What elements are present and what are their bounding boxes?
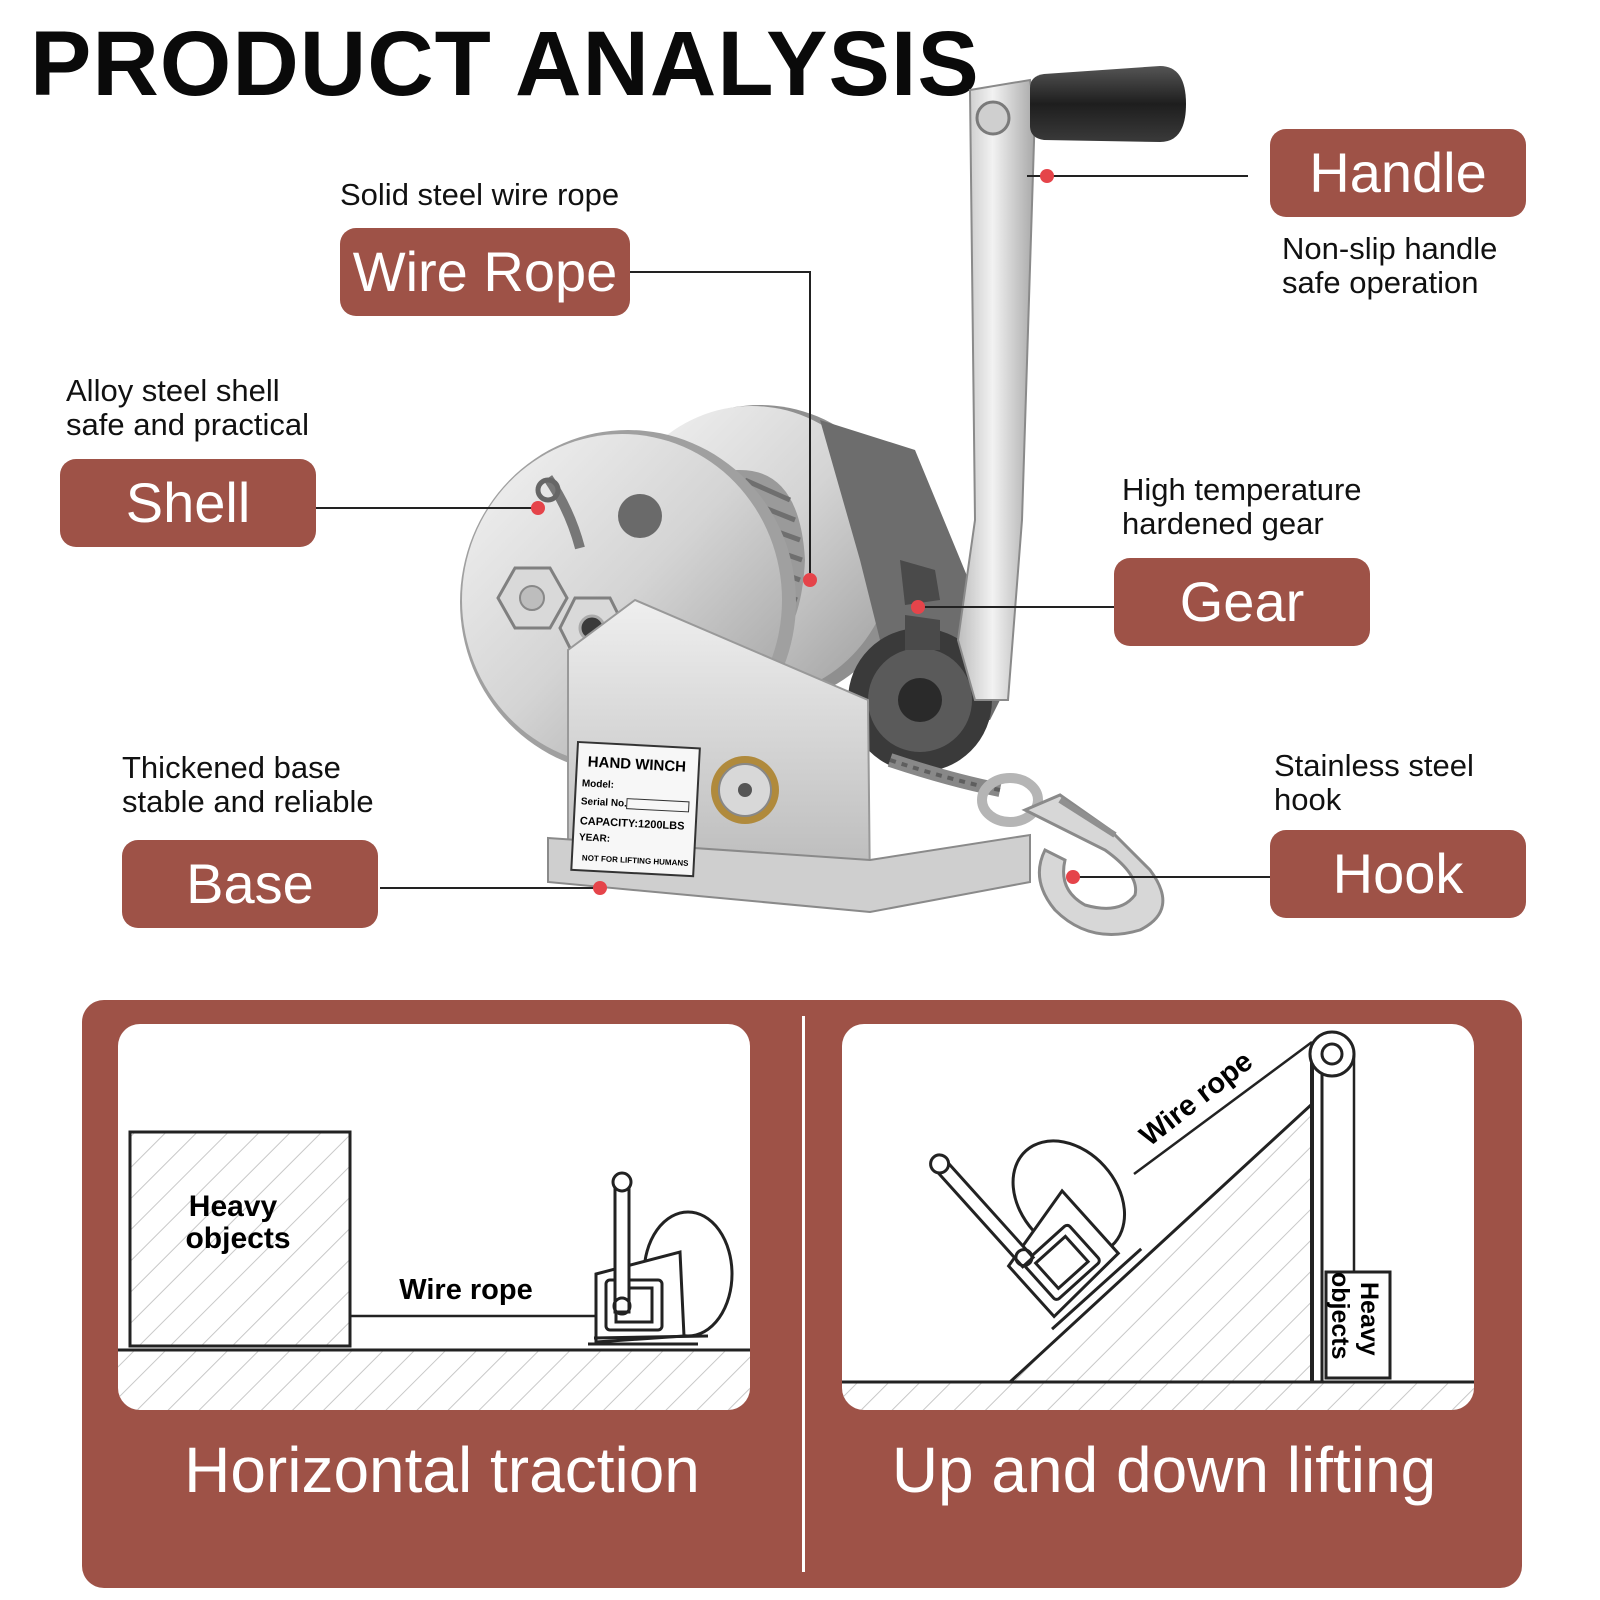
winch-sketch-icon [588, 1171, 734, 1346]
wire-rope-marker [803, 573, 817, 587]
nameplate-heading: HAND WINCH [587, 754, 686, 776]
horizontal-traction-caption: Horizontal traction [184, 1434, 700, 1506]
bushing-icon [711, 756, 779, 824]
nameplate-year: YEAR: [579, 832, 611, 845]
wire-rope-label: Wire Rope [340, 228, 630, 316]
heavy-object-box [1324, 1270, 1392, 1380]
pulley-icon [1308, 1030, 1356, 1078]
nameplate-capacity: CAPACITY:1200LBS [580, 815, 685, 832]
handle-label: Handle [1270, 129, 1526, 217]
heavy-object-box [128, 1130, 352, 1348]
nameplate: HAND WINCH Model: Serial No. CAPACITY:12… [570, 740, 701, 878]
wire-rope-leader-line [627, 271, 811, 580]
wire-rope-description: Solid steel wire rope [340, 177, 620, 212]
ground-hatch [842, 1382, 1474, 1410]
hook-label: Hook [1270, 830, 1526, 918]
base-marker [593, 881, 607, 895]
hook-marker [1066, 870, 1080, 884]
base-label: Base [122, 840, 378, 928]
page-title: PRODUCT ANALYSIS [30, 13, 980, 115]
hook-icon [977, 773, 1165, 936]
rope-label: Wire rope [1134, 1045, 1259, 1152]
rope-line [1133, 1040, 1313, 1176]
gear-label: Gear [1114, 558, 1370, 646]
callout-leaders [316, 169, 1270, 895]
nameplate-model: Model: [582, 778, 615, 791]
winch-sketch-icon [929, 1139, 1143, 1331]
heavy-object-label-line2: objects [1326, 1272, 1354, 1360]
handle-marker [1040, 169, 1054, 183]
grip-icon [1030, 66, 1186, 142]
rope-label: Wire rope [399, 1274, 533, 1306]
heavy-object-label-line2: objects [185, 1222, 290, 1255]
handle-bolt [975, 100, 1011, 136]
hex-nut-icon [496, 566, 569, 630]
shell-label: Shell [60, 459, 316, 547]
gear-marker [911, 600, 925, 614]
gear-icon [848, 560, 992, 772]
heavy-object-label: Heavy [189, 1190, 278, 1223]
heavy-object-label: Heavy [1355, 1282, 1383, 1356]
ground-hatch [118, 1350, 750, 1410]
up-down-lifting-caption: Up and down lifting [891, 1434, 1437, 1506]
usage-panel: Heavy objects Wire rope Horizontal tract… [82, 1000, 1522, 1588]
horizontal-traction-diagram: Heavy objects Wire rope [118, 1024, 750, 1410]
hand-winch-illustration: HAND WINCH Model: Serial No. CAPACITY:12… [460, 66, 1186, 936]
up-down-lifting-diagram: Wire rope Heavy objects [842, 1024, 1474, 1410]
panel-divider [802, 1016, 805, 1572]
nameplate-serial: Serial No. [581, 796, 628, 809]
shell-marker [531, 501, 545, 515]
